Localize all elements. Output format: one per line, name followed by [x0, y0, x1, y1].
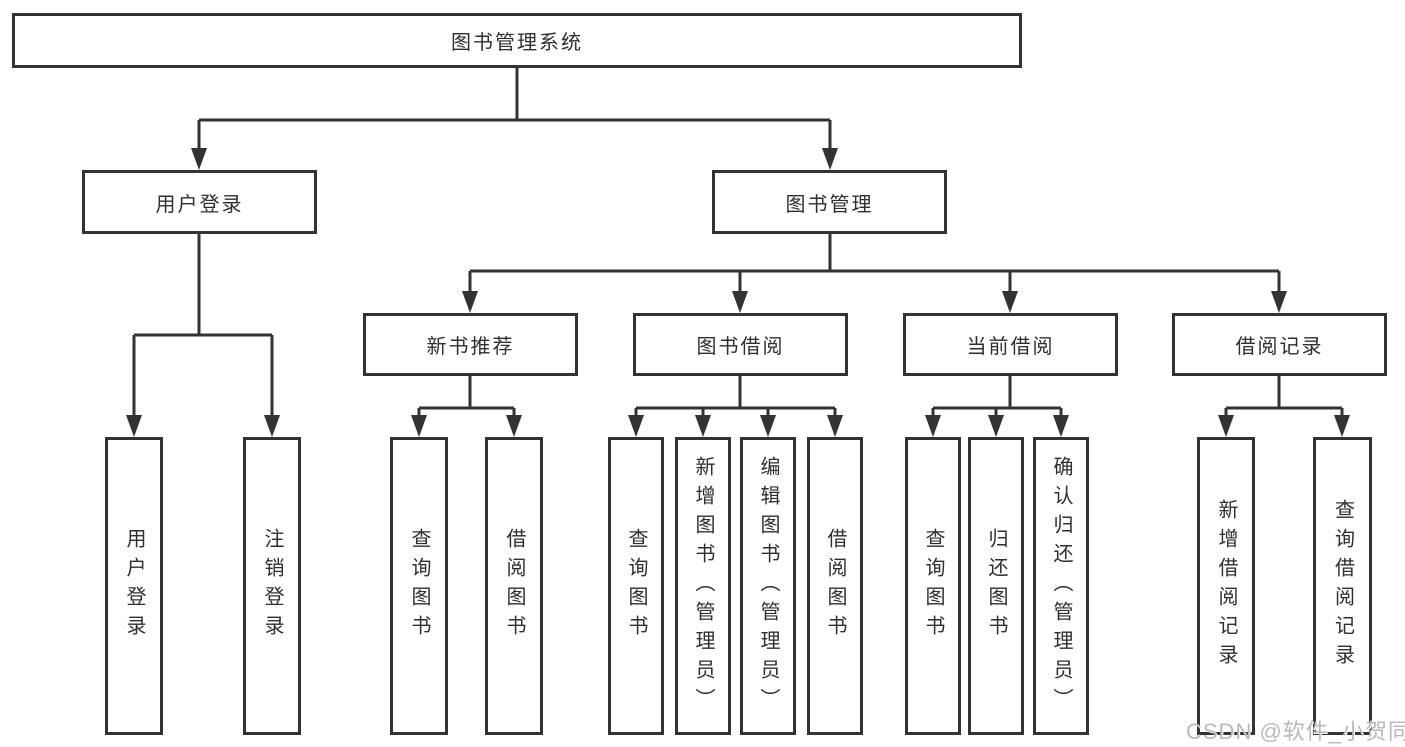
- csdn-watermark: CSDN @软件_小贺同学: [1186, 719, 1405, 744]
- leaf-label: 借阅图书: [824, 528, 846, 644]
- leaf-label: 新增借阅记录: [1215, 499, 1237, 673]
- leaf-add-books-admin: 新增图书（管理员）: [675, 437, 731, 735]
- node-label: 图书借阅: [696, 336, 785, 358]
- leaf-label: 归还图书: [985, 528, 1007, 644]
- node-root-system: 图书管理系统: [12, 13, 1022, 68]
- leaf-borrow-books: 借阅图书: [485, 437, 543, 735]
- leaf-label: 查询图书: [625, 528, 647, 644]
- node-book-management: 图书管理: [712, 170, 947, 234]
- leaf-label: 新增图书（管理员）: [692, 455, 714, 717]
- leaf-label: 编辑图书（管理员）: [757, 455, 779, 717]
- leaf-query-books: 查询图书: [390, 437, 448, 735]
- leaf-query-borrow-record: 查询借阅记录: [1313, 437, 1372, 735]
- leaf-return-books: 归还图书: [968, 437, 1024, 735]
- leaf-label: 查询图书: [408, 528, 430, 644]
- node-book-borrow: 图书借阅: [633, 313, 848, 376]
- node-label: 新书推荐: [426, 336, 515, 358]
- leaf-label: 注销登录: [261, 528, 283, 644]
- node-label: 借阅记录: [1235, 336, 1324, 358]
- leaf-add-borrow-record: 新增借阅记录: [1197, 437, 1255, 735]
- node-label: 图书管理: [785, 193, 874, 216]
- leaf-confirm-return-admin: 确认归还（管理员）: [1033, 437, 1089, 735]
- leaf-query-books: 查询图书: [905, 437, 961, 735]
- node-user-login: 用户登录: [82, 170, 317, 234]
- leaf-user-login: 用户登录: [105, 437, 163, 735]
- node-borrow-records: 借阅记录: [1172, 313, 1387, 376]
- node-label: 用户登录: [155, 193, 244, 216]
- leaf-logout: 注销登录: [243, 437, 301, 735]
- leaf-query-books: 查询图书: [608, 437, 664, 735]
- leaf-borrow-books: 借阅图书: [807, 437, 863, 735]
- leaf-label: 借阅图书: [503, 528, 525, 644]
- node-new-book-recommend: 新书推荐: [363, 313, 578, 376]
- node-label: 当前借阅: [966, 336, 1055, 358]
- leaf-label: 查询图书: [922, 528, 944, 644]
- leaf-edit-books-admin: 编辑图书（管理员）: [740, 437, 796, 735]
- leaf-label: 用户登录: [123, 528, 145, 644]
- leaf-label: 确认归还（管理员）: [1050, 455, 1072, 717]
- node-current-borrow: 当前借阅: [903, 313, 1118, 376]
- leaf-label: 查询借阅记录: [1331, 499, 1354, 673]
- node-label: 图书管理系统: [451, 32, 583, 54]
